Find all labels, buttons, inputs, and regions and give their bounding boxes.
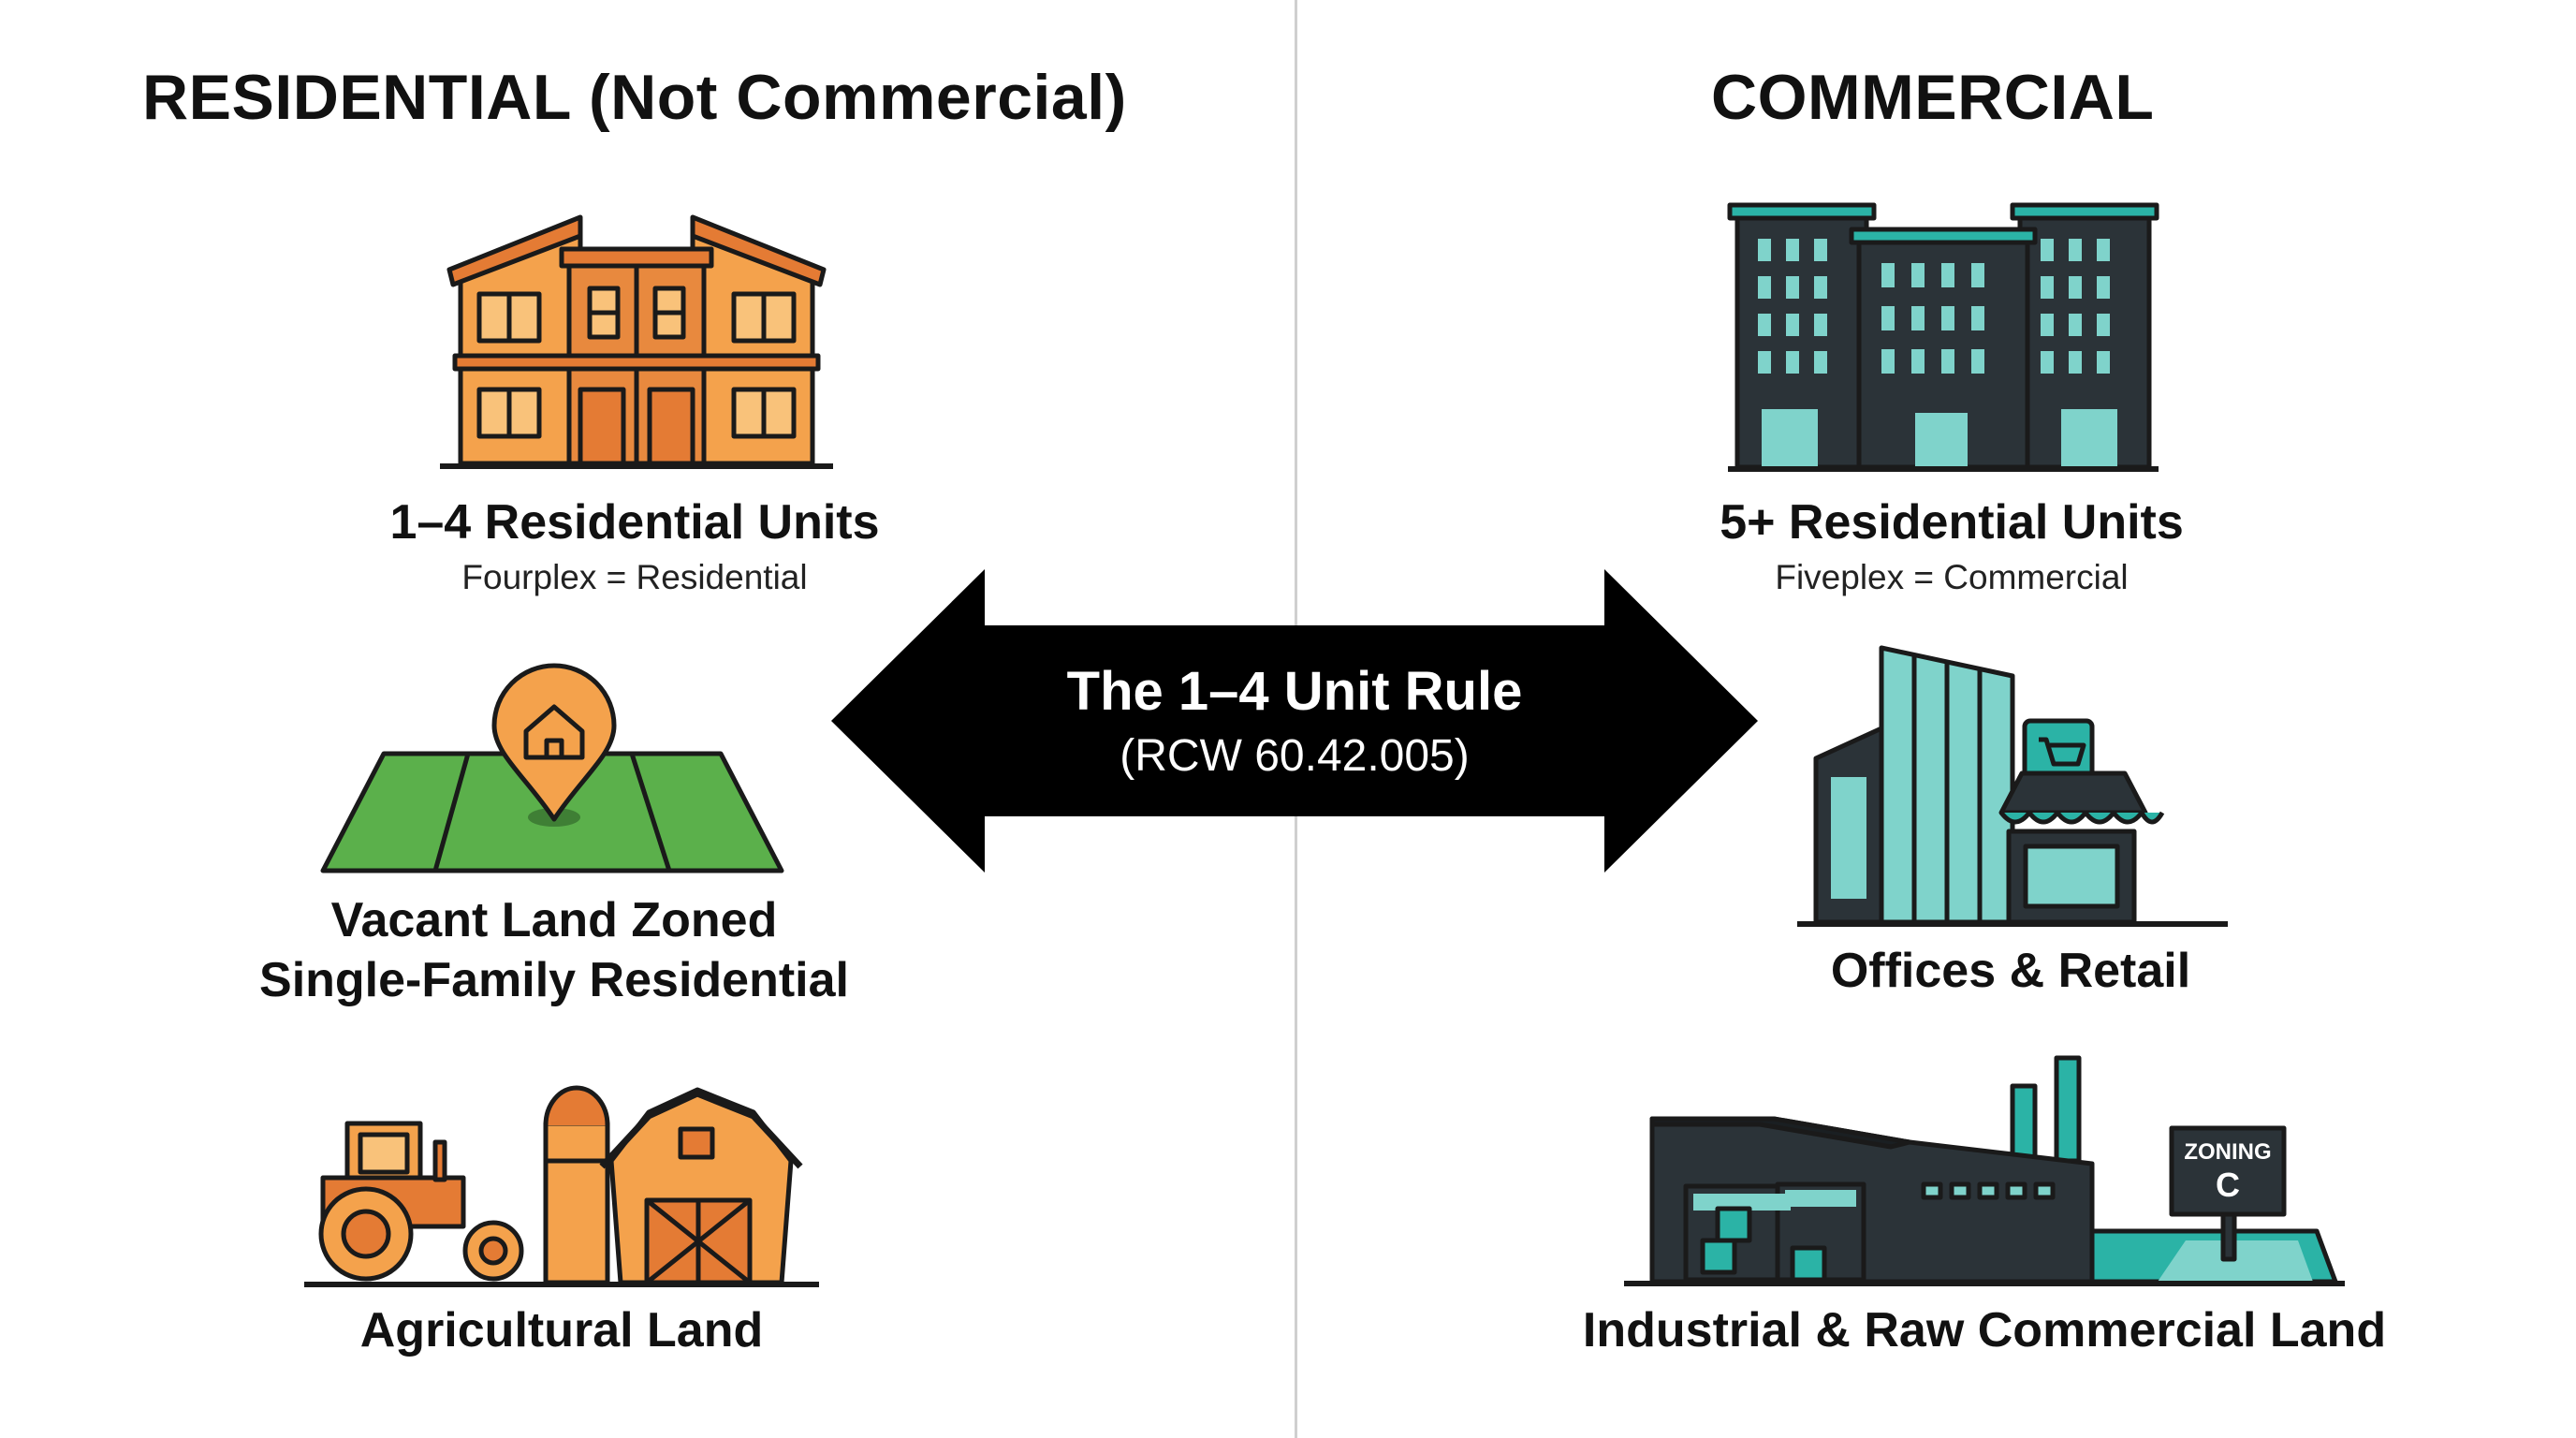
commercial-units-label: 5+ Residential Units [1720, 495, 2184, 550]
vacant-land-label-line1: Vacant Land Zoned [330, 893, 778, 947]
residential-heading: RESIDENTIAL (Not Commercial) [142, 62, 1127, 133]
vacant-land-label-line2: Single-Family Residential [259, 953, 849, 1007]
factory-zoning-icon: ZONING C [1624, 1055, 2345, 1286]
farm-tractor-barn-icon [304, 1085, 819, 1287]
agricultural-label: Agricultural Land [359, 1303, 764, 1357]
map-pin-land-icon [320, 663, 784, 873]
offices-retail-label: Offices & Retail [1830, 944, 2191, 998]
zoning-sign-letter: C [2216, 1166, 2240, 1204]
rule-title: The 1–4 Unit Rule [1066, 661, 1523, 722]
commercial-heading: COMMERCIAL [1711, 62, 2155, 133]
fourplex-sublabel: Fourplex = Residential [461, 558, 808, 596]
office-store-icon [1797, 645, 2228, 927]
apartment-building-icon [1727, 202, 2159, 472]
industrial-label: Industrial & Raw Commercial Land [1582, 1303, 2387, 1357]
zoning-sign-text: ZONING [2184, 1139, 2271, 1165]
fiveplex-sublabel: Fiveplex = Commercial [1775, 558, 2129, 596]
rule-citation: (RCW 60.42.005) [1120, 731, 1470, 781]
fourplex-house-icon [440, 214, 833, 469]
residential-units-label: 1–4 Residential Units [389, 495, 880, 550]
